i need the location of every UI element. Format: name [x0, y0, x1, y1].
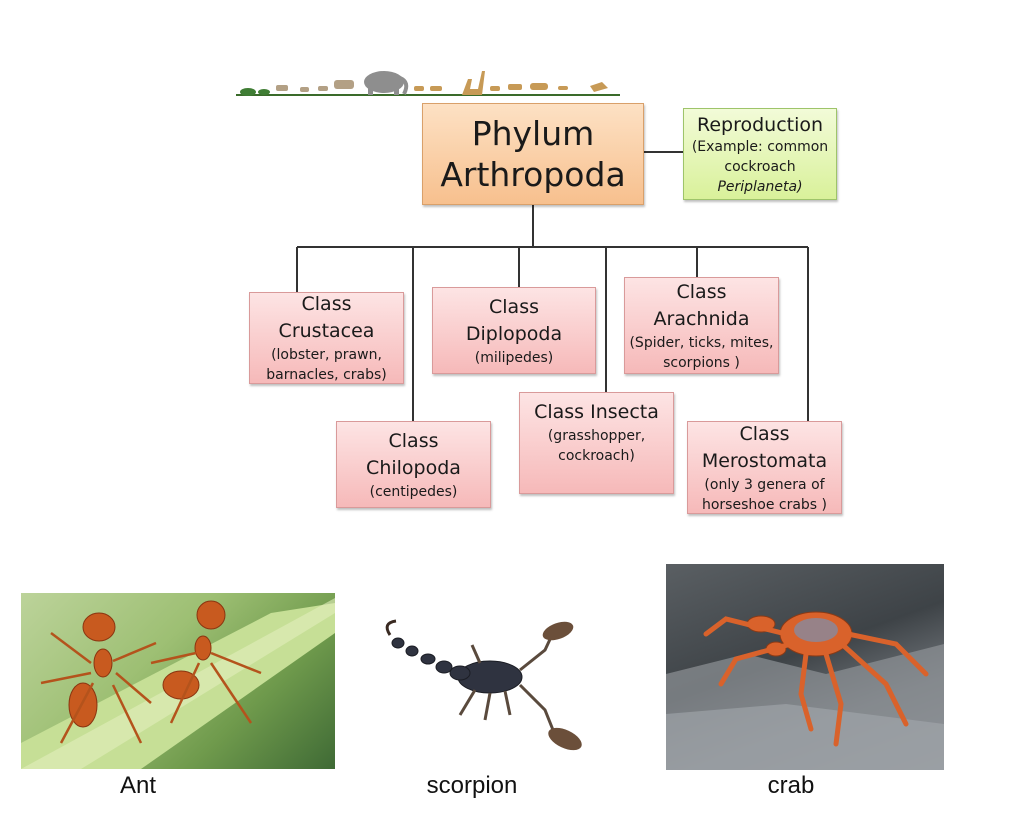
chilopoda-title1: Class	[337, 428, 490, 455]
diplopoda-title1: Class	[433, 294, 595, 321]
insecta-sub2: cockroach)	[520, 446, 673, 466]
class-merostomata-node: Class Merostomata (only 3 genera of hors…	[687, 421, 842, 514]
class-insecta-node: Class Insecta (grasshopper, cockroach)	[519, 392, 674, 494]
merostomata-title2: Merostomata	[688, 448, 841, 475]
chilopoda-title2: Chilopoda	[337, 455, 490, 482]
crab-caption: crab	[741, 772, 841, 800]
arachnida-sub2: scorpions )	[625, 353, 778, 373]
diplopoda-sub1: (milipedes)	[433, 348, 595, 368]
connector-lines	[0, 0, 1024, 560]
arachnida-title1: Class	[625, 279, 778, 306]
root-title-line1: Phylum	[423, 113, 643, 154]
diplopoda-title2: Diplopoda	[433, 321, 595, 348]
crustacea-title1: Class	[250, 291, 403, 318]
crab-photo	[666, 564, 944, 770]
class-chilopoda-node: Class Chilopoda (centipedes)	[336, 421, 491, 508]
reproduction-line2: cockroach	[684, 157, 836, 177]
ant-photo	[21, 593, 335, 769]
merostomata-title1: Class	[688, 421, 841, 448]
arachnida-title2: Arachnida	[625, 306, 778, 333]
phylum-arthropoda-node: Phylum Arthropoda	[422, 103, 644, 205]
ant-caption: Ant	[88, 772, 188, 800]
chilopoda-sub1: (centipedes)	[337, 482, 490, 502]
scorpion-photo	[380, 615, 592, 755]
class-diplopoda-node: Class Diplopoda (milipedes)	[432, 287, 596, 374]
reproduction-node: Reproduction (Example: common cockroach …	[683, 108, 837, 200]
insecta-title1: Class Insecta	[520, 399, 673, 426]
class-crustacea-node: Class Crustacea (lobster, prawn, barnacl…	[249, 292, 404, 384]
scorpion-caption: scorpion	[412, 772, 532, 800]
merostomata-sub2: horseshoe crabs )	[688, 495, 841, 515]
reproduction-title: Reproduction	[684, 113, 836, 137]
crustacea-sub2: barnacles, crabs)	[250, 365, 403, 385]
insecta-sub1: (grasshopper,	[520, 426, 673, 446]
root-title-line2: Arthropoda	[423, 154, 643, 195]
crustacea-title2: Crustacea	[250, 318, 403, 345]
crustacea-sub1: (lobster, prawn,	[250, 345, 403, 365]
class-arachnida-node: Class Arachnida (Spider, ticks, mites, s…	[624, 277, 779, 374]
reproduction-line1: (Example: common	[684, 137, 836, 157]
merostomata-sub1: (only 3 genera of	[688, 475, 841, 495]
reproduction-line3: Periplaneta)	[684, 177, 836, 197]
arachnida-sub1: (Spider, ticks, mites,	[625, 333, 778, 353]
